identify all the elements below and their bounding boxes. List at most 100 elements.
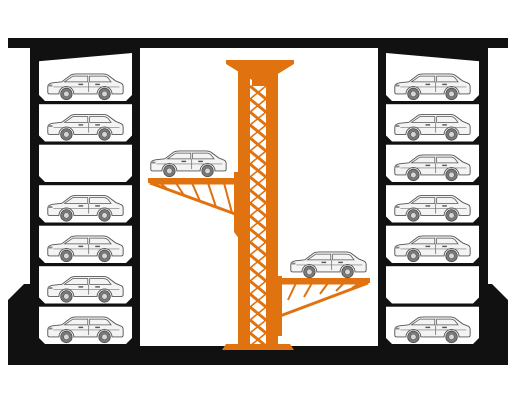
- car-icon: [47, 275, 124, 303]
- lattice-brace: [249, 189, 267, 204]
- right-rack-inner-post: [378, 48, 386, 348]
- left-rack-slot: [39, 176, 132, 186]
- car-icon: [290, 251, 367, 279]
- right-rack-slot: [386, 154, 479, 186]
- shelf-bracket: [39, 297, 45, 304]
- lattice-brace: [249, 319, 267, 334]
- shelf-bracket: [473, 216, 479, 223]
- left-parking-rack: [39, 73, 132, 348]
- shelf-bracket: [473, 257, 479, 263]
- car-icon: [47, 235, 124, 263]
- shelf-bracket: [126, 176, 132, 182]
- left-lower-wall: [8, 284, 36, 346]
- parking-shelf: [39, 182, 132, 186]
- platform-truss: [149, 181, 240, 218]
- parking-shelf: [39, 344, 132, 348]
- shelf-bracket: [126, 135, 132, 142]
- lattice-brace: [249, 176, 267, 191]
- lattice-brace: [249, 280, 267, 295]
- shelf-bracket: [126, 216, 132, 223]
- shelf-bracket: [473, 176, 479, 182]
- shelf-bracket: [39, 257, 45, 263]
- lattice-brace: [249, 254, 267, 269]
- shelf-bracket: [39, 216, 45, 223]
- car-icon: [394, 316, 471, 344]
- car-icon: [394, 235, 471, 263]
- shelf-bracket: [39, 135, 45, 142]
- parking-shelf: [386, 344, 479, 348]
- parking-shelf: [386, 141, 479, 145]
- shelf-bracket: [473, 135, 479, 142]
- left-rack-slot: [39, 73, 132, 105]
- left-rack-slot: [39, 194, 132, 226]
- parking-shelf: [39, 263, 132, 267]
- right-roof-gable: [386, 48, 488, 62]
- left-rack-slot: [39, 316, 132, 348]
- lift-platform: [148, 150, 246, 240]
- truss-member: [223, 182, 233, 214]
- shelf-bracket: [386, 338, 392, 344]
- platform-deck: [276, 278, 370, 283]
- truss-member: [191, 182, 201, 202]
- car-icon: [394, 113, 471, 141]
- parking-shelf: [386, 222, 479, 226]
- parking-shelf: [39, 141, 132, 145]
- lattice-brace: [249, 150, 267, 165]
- lattice-brace: [249, 241, 267, 256]
- shelf-bracket: [39, 176, 45, 182]
- lift-mast-base: [222, 344, 294, 350]
- building-structure: [8, 38, 508, 365]
- left-rack-outer-post: [30, 48, 39, 348]
- right-rack-slot: [386, 194, 479, 226]
- shelf-bracket: [126, 338, 132, 344]
- shelf-bracket: [386, 95, 392, 101]
- parking-shelf: [386, 303, 479, 307]
- car-icon: [47, 73, 124, 101]
- right-rack-slot: [386, 297, 479, 307]
- shelf-bracket: [386, 297, 392, 304]
- truss-member: [175, 182, 185, 196]
- left-rack-inner-post: [132, 48, 140, 348]
- parking-shelf: [386, 182, 479, 186]
- shelf-bracket: [39, 338, 45, 344]
- car-icon: [394, 73, 471, 101]
- right-rack-slot: [386, 235, 479, 267]
- lattice-brace: [249, 293, 267, 308]
- platform-deck: [148, 178, 240, 183]
- lattice-brace: [249, 215, 267, 230]
- car-icon: [47, 194, 124, 222]
- lattice-brace: [249, 228, 267, 243]
- lattice-brace: [249, 202, 267, 217]
- lattice-brace: [249, 306, 267, 321]
- lift-system: [148, 60, 370, 350]
- lattice-brace: [249, 163, 267, 178]
- lattice-brace: [249, 85, 267, 100]
- shelf-bracket: [386, 216, 392, 223]
- truss-member: [207, 182, 217, 208]
- lattice-brace: [249, 124, 267, 139]
- left-rack-slot: [39, 275, 132, 307]
- shelf-bracket: [386, 135, 392, 142]
- truss-member: [335, 282, 345, 292]
- truss-member: [159, 182, 169, 191]
- lift-platforms: [148, 150, 370, 336]
- shelf-bracket: [39, 95, 45, 101]
- lattice-brace: [249, 332, 267, 347]
- parking-shelf: [39, 101, 132, 105]
- right-rack-outer-post: [479, 48, 488, 348]
- shelf-bracket: [473, 297, 479, 304]
- car-icon: [47, 316, 124, 344]
- lattice-brace: [249, 98, 267, 113]
- parking-shelf: [386, 101, 479, 105]
- lattice-brace: [249, 111, 267, 126]
- truss-member: [303, 282, 313, 298]
- roof-beam: [8, 38, 508, 48]
- shelf-bracket: [473, 338, 479, 344]
- shelf-bracket: [126, 297, 132, 304]
- car-icon: [150, 150, 227, 178]
- truss-member: [287, 282, 297, 301]
- ground-slab: [8, 346, 508, 365]
- shelf-bracket: [386, 176, 392, 182]
- right-parking-rack: [386, 73, 479, 348]
